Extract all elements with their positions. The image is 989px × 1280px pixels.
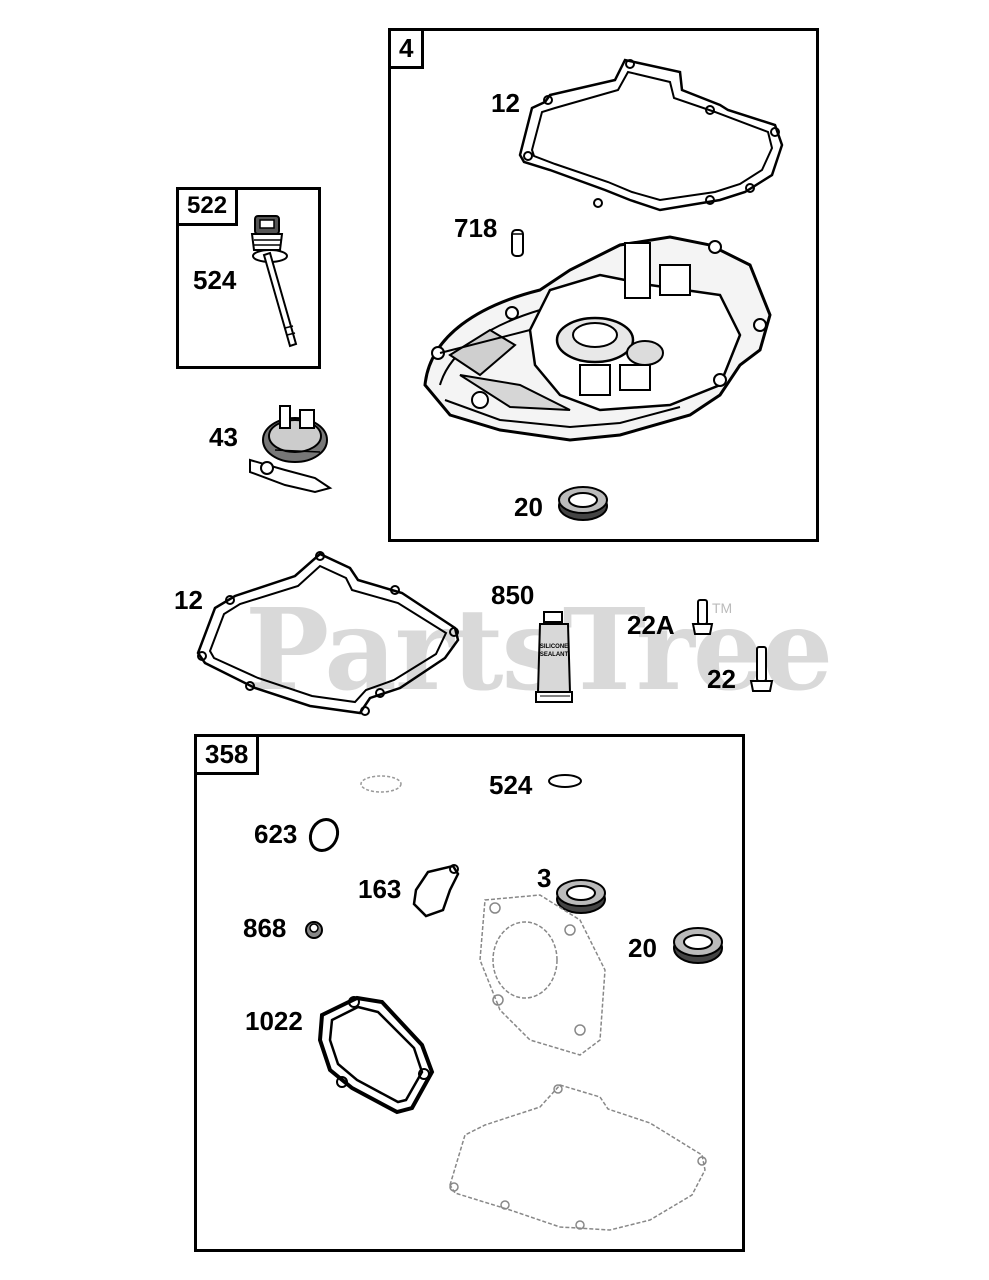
o-ring-623 (308, 817, 340, 853)
callout-22: 22 (707, 664, 736, 694)
callout-3: 3 (537, 863, 552, 893)
callout-524-dipstick: 524 (193, 265, 237, 295)
trademark-symbol: TM (712, 600, 733, 616)
callout-12-top: 12 (491, 88, 520, 118)
kit-box-358: 358 (194, 734, 745, 1252)
callout-850: 850 (491, 580, 535, 610)
kit-box-522: 522 (176, 187, 321, 369)
sealant-tube-850: SILICONE SEALANT (535, 611, 573, 703)
kit-box-358-tag: 358 (197, 737, 260, 776)
callout-20-bottom: 20 (628, 933, 657, 963)
callout-524-ring: 524 (489, 770, 533, 800)
sealant-label-line2: SEALANT (540, 652, 569, 658)
callout-22a: 22A (627, 610, 675, 640)
bolt-22a (691, 599, 714, 635)
callout-1022: 1022 (245, 1006, 303, 1036)
o-ring-524 (548, 774, 582, 788)
bolt-22 (749, 646, 774, 692)
oil-seal-20-bottom (673, 927, 723, 964)
crankcase-cover (423, 235, 772, 442)
gasket-163 (412, 864, 460, 918)
kit-box-4-tag: 4 (391, 31, 425, 70)
gasket-12-top (518, 58, 784, 212)
callout-623: 623 (254, 819, 298, 849)
head-gasket-faint (479, 894, 606, 1056)
crankcase-gasket-faint (449, 1084, 707, 1231)
governor-gear-43 (249, 405, 333, 494)
callout-12-mid: 12 (174, 585, 203, 615)
dowel-pin-718 (511, 229, 524, 257)
gasket-1022 (317, 995, 435, 1115)
callout-163: 163 (358, 874, 402, 904)
faint-ring (360, 775, 402, 793)
gasket-12-mid (196, 551, 460, 716)
callout-868: 868 (243, 913, 287, 943)
oil-seal-3 (556, 879, 606, 914)
kit-box-522-tag: 522 (179, 190, 239, 226)
callout-20-top: 20 (514, 492, 543, 522)
dipstick-524 (250, 215, 298, 348)
kit-box-4: 4 (388, 28, 819, 542)
sealant-label-line1: SILICONE (540, 644, 568, 650)
callout-718: 718 (454, 213, 498, 243)
oil-seal-20-top (558, 486, 608, 521)
plug-868 (305, 921, 323, 939)
callout-43: 43 (209, 422, 238, 452)
